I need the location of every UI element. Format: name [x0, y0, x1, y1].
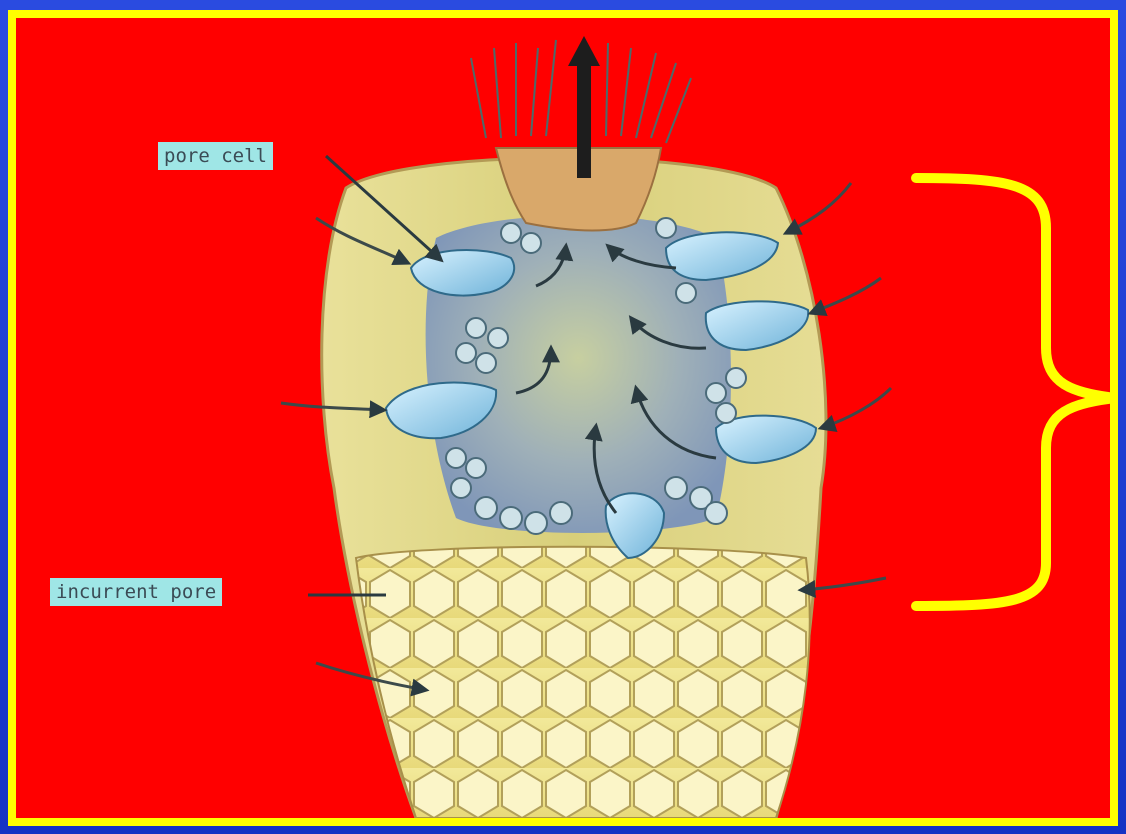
incurrent-pore-label: incurrent pore [50, 578, 222, 606]
pore-cell-label: pore cell [158, 142, 273, 170]
bracket-icon [916, 178, 1110, 606]
incurrent-pore-region [356, 547, 810, 818]
yellow-frame: pore cell incurrent pore [8, 10, 1118, 826]
sponge-diagram [16, 18, 1110, 818]
